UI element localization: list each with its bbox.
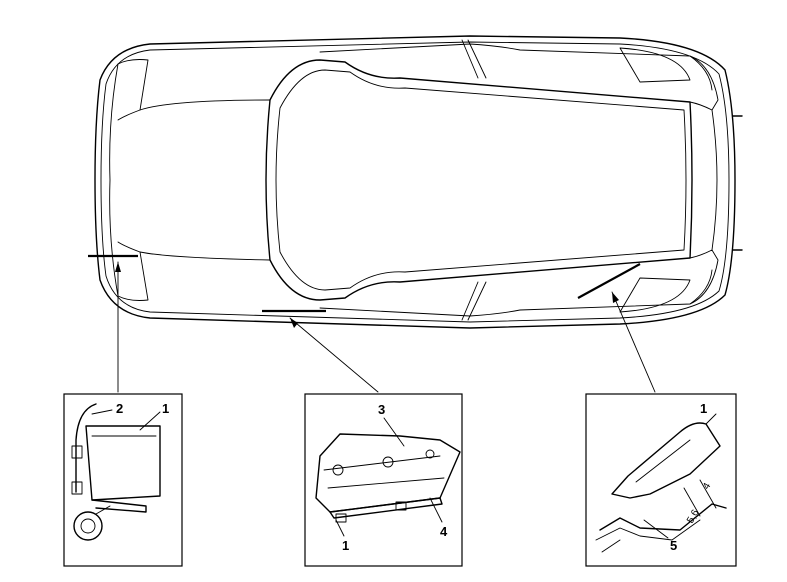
callout-1-middle: 1 [342, 538, 349, 553]
detail-middle: 3 4 1 [304, 393, 463, 567]
callout-2: 2 [116, 401, 123, 416]
callout-1: 1 [162, 401, 169, 416]
callout-5: 5 [670, 538, 677, 553]
car-top-view [88, 35, 743, 393]
detail-right: 1 5 4 5,6 [585, 393, 737, 567]
callout-1-right: 1 [700, 401, 707, 416]
callout-3: 3 [378, 402, 385, 417]
dimension-4: 4 [701, 481, 714, 492]
callout-4: 4 [440, 524, 448, 539]
detail-left: 2 1 [63, 393, 183, 567]
